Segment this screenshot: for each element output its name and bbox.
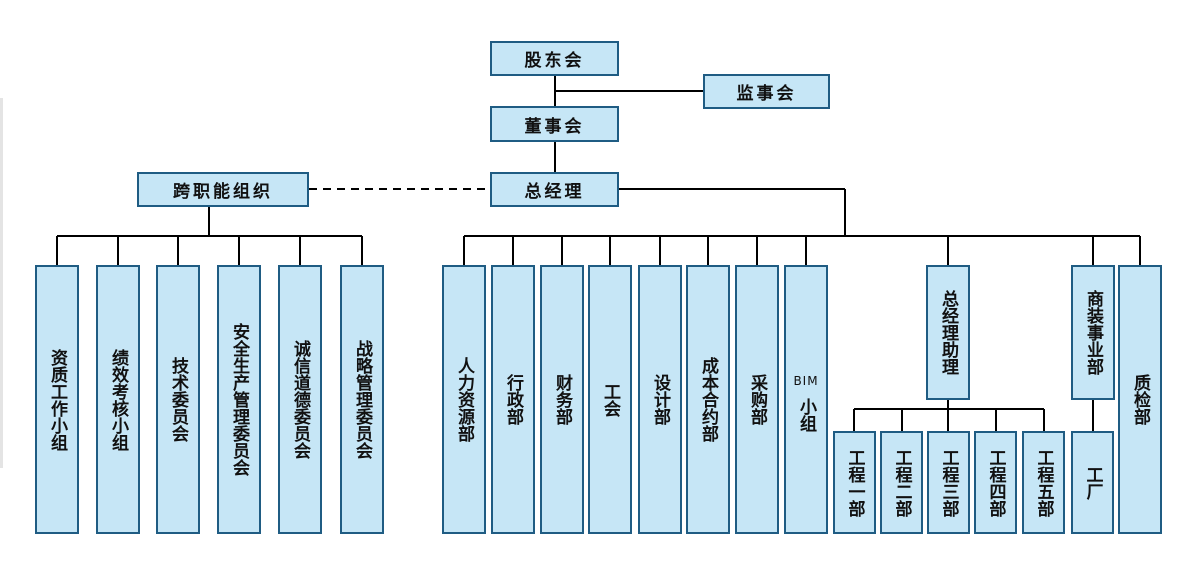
node-union: 工会 bbox=[588, 265, 632, 534]
node-safety-committee: 安全生产管理委员会 bbox=[217, 265, 261, 534]
node-design: 设计部 bbox=[638, 265, 682, 534]
node-eng-1: 工程一部 bbox=[833, 431, 876, 534]
bim-label-latin: BIM bbox=[793, 373, 819, 388]
node-board: 董事会 bbox=[490, 106, 619, 142]
node-quality: 质检部 bbox=[1118, 265, 1162, 534]
node-eng-5: 工程五部 bbox=[1022, 431, 1065, 534]
left-edge-strip bbox=[0, 98, 3, 468]
node-eng-4: 工程四部 bbox=[974, 431, 1017, 534]
node-strategy-committee: 战略管理委员会 bbox=[340, 265, 384, 534]
node-purchase: 采购部 bbox=[735, 265, 779, 534]
node-qualification-group: 资质工作小组 bbox=[35, 265, 79, 534]
node-supervisors: 监事会 bbox=[703, 74, 830, 109]
node-integrity-committee: 诚信道德委员会 bbox=[278, 265, 322, 534]
node-gm-assistant: 总经理助理 bbox=[926, 265, 970, 400]
node-eng-3: 工程三部 bbox=[927, 431, 970, 534]
node-commercial-decoration: 商装事业部 bbox=[1071, 265, 1115, 400]
node-tech-committee: 技术委员会 bbox=[156, 265, 200, 534]
node-bim-group: BIM 小组 bbox=[784, 265, 828, 534]
node-general-manager: 总经理 bbox=[490, 172, 619, 207]
node-shareholders: 股东会 bbox=[490, 41, 619, 76]
node-performance-group: 绩效考核小组 bbox=[96, 265, 140, 534]
node-cross-functional: 跨职能组织 bbox=[137, 172, 309, 207]
node-eng-2: 工程二部 bbox=[880, 431, 923, 534]
node-factory: 工厂 bbox=[1071, 431, 1114, 534]
node-hr: 人力资源部 bbox=[442, 265, 486, 534]
bim-label-cn: 小组 bbox=[796, 397, 816, 432]
node-finance: 财务部 bbox=[540, 265, 584, 534]
node-admin: 行政部 bbox=[491, 265, 535, 534]
node-cost-contract: 成本合约部 bbox=[686, 265, 730, 534]
